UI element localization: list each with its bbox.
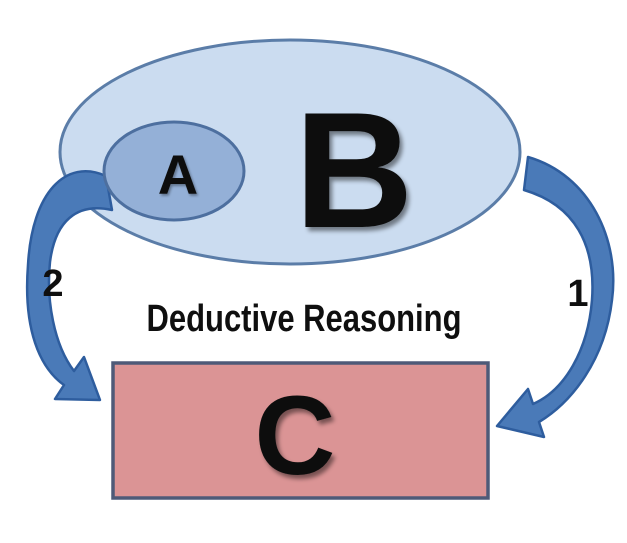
set-a-label: A xyxy=(158,143,198,206)
diagram-title: Deductive Reasoning xyxy=(147,298,462,340)
arrow-right xyxy=(495,155,615,439)
conclusion-label: C xyxy=(255,373,336,498)
arrow-left-number: 2 xyxy=(42,263,63,305)
arrow-right-number: 1 xyxy=(567,273,588,315)
set-b-label: B xyxy=(294,78,413,262)
set-a-ellipse xyxy=(102,120,246,222)
arrow-left xyxy=(25,170,114,402)
conclusion-rect xyxy=(111,361,490,500)
